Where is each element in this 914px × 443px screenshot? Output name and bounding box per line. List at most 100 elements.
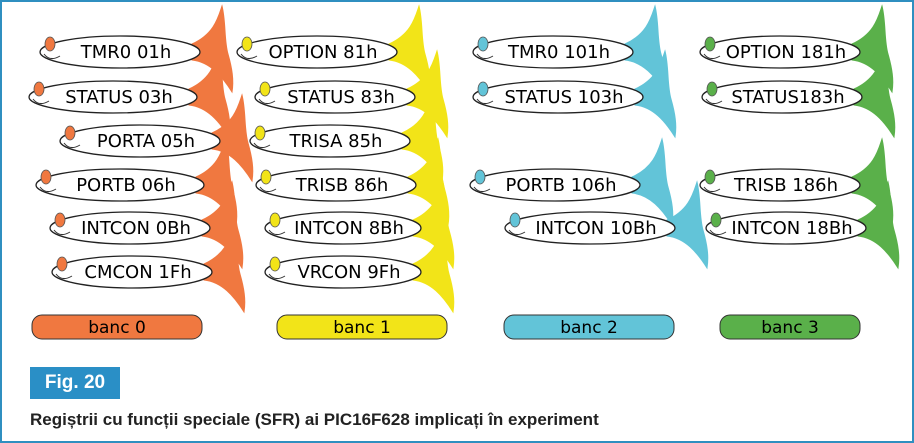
register-bubble (710, 212, 722, 228)
register-ellipse (701, 80, 863, 114)
register-curl (259, 186, 277, 193)
register-ellipse (59, 124, 221, 158)
register-item: VRCON 9Fh (264, 224, 455, 314)
register-bubble (704, 36, 716, 52)
register-tail (388, 4, 431, 94)
register-label: STATUS 103h (504, 87, 623, 108)
register-bubble (704, 169, 716, 185)
register-curl (32, 98, 50, 105)
register-label: INTCON 8Bh (294, 218, 404, 239)
register-tail (188, 49, 231, 139)
register-item: PORTB 06h (35, 137, 238, 227)
register-label: VRCON 9Fh (297, 262, 400, 283)
register-ellipse (264, 211, 422, 245)
register-bubble (509, 212, 521, 228)
register-label: TMR0 01h (80, 42, 172, 63)
register-curl (703, 186, 721, 193)
register-ellipse (35, 168, 205, 202)
register-ellipse (472, 80, 644, 114)
figure-label: Fig. 20 (30, 367, 120, 399)
register-label: OPTION 181h (726, 42, 846, 63)
register-bubble (241, 36, 253, 52)
register-ellipse (699, 35, 861, 69)
register-curl (476, 98, 494, 105)
register-label: STATUS 83h (287, 87, 395, 108)
register-curl (508, 229, 526, 236)
register-label: TMR0 101h (507, 42, 610, 63)
register-bubble (477, 36, 489, 52)
register-bubble (64, 125, 76, 141)
register-ellipse (255, 168, 417, 202)
register-ellipse (699, 168, 861, 202)
register-label: PORTB 06h (76, 175, 176, 196)
register-curl (258, 98, 276, 105)
register-curl (39, 186, 57, 193)
figure-caption: Regiștrii cu funcții speciale (SFR) ai P… (30, 410, 599, 429)
register-label: INTCON 18Bh (731, 218, 852, 239)
register-tail (853, 49, 896, 139)
register-label: PORTB 106h (505, 175, 616, 196)
register-bubble (260, 169, 272, 185)
register-label: STATUS 03h (65, 87, 173, 108)
register-tail (666, 180, 709, 270)
register-bubble (33, 81, 45, 97)
register-item: PORTB 106h (469, 137, 674, 227)
register-curl (253, 142, 271, 149)
bank-label: banc 2 (560, 318, 618, 338)
register-bubble (269, 256, 281, 272)
register-item: OPTION 181h (699, 4, 894, 94)
register-tail (203, 224, 246, 314)
register-ellipse (39, 35, 201, 69)
register-ellipse (49, 211, 211, 245)
register-curl (473, 186, 491, 193)
register-curl (703, 53, 721, 60)
register-label: TRISB 186h (733, 175, 838, 196)
register-ellipse (705, 211, 867, 245)
register-bubble (477, 81, 489, 97)
register-bubble (706, 81, 718, 97)
register-label: STATUS183h (731, 87, 844, 108)
bank-pill (31, 314, 203, 340)
bank-pill (503, 314, 675, 340)
register-label: PORTA 05h (97, 131, 195, 152)
register-curl (709, 229, 727, 236)
register-item: STATUS 103h (472, 49, 677, 139)
register-ellipse (249, 124, 411, 158)
register-bubble (40, 169, 52, 185)
bank-label: banc 3 (761, 318, 819, 338)
register-bubble (56, 256, 68, 272)
register-curl (63, 142, 81, 149)
register-label: CMCON 1Fh (84, 262, 191, 283)
register-curl (705, 98, 723, 105)
bank-label: banc 1 (333, 318, 391, 338)
register-ellipse (236, 35, 398, 69)
register-curl (268, 229, 286, 236)
register-bubble (259, 81, 271, 97)
register-label: INTCON 10Bh (535, 218, 656, 239)
register-ellipse (51, 255, 213, 289)
register-label: TRISB 86h (295, 175, 389, 196)
register-item: TMR0 101h (472, 4, 667, 94)
register-ellipse (254, 80, 416, 114)
bank-label: banc 0 (88, 318, 146, 338)
register-tail (857, 180, 900, 270)
register-curl (476, 53, 494, 60)
register-ellipse (504, 211, 676, 245)
register-tail (631, 137, 674, 227)
register-bubble (54, 212, 66, 228)
register-curl (43, 53, 61, 60)
register-curl (53, 229, 71, 236)
register-bubble (474, 169, 486, 185)
register-item: INTCON 18Bh (705, 180, 900, 270)
register-item: STATUS 03h (28, 49, 231, 139)
register-tail (634, 49, 677, 139)
bank-pill (276, 314, 448, 340)
register-label: TRISA 85h (289, 131, 383, 152)
register-bubble (44, 36, 56, 52)
register-label: OPTION 81h (269, 42, 378, 63)
register-curl (55, 273, 73, 280)
register-item: OPTION 81h (236, 4, 431, 94)
